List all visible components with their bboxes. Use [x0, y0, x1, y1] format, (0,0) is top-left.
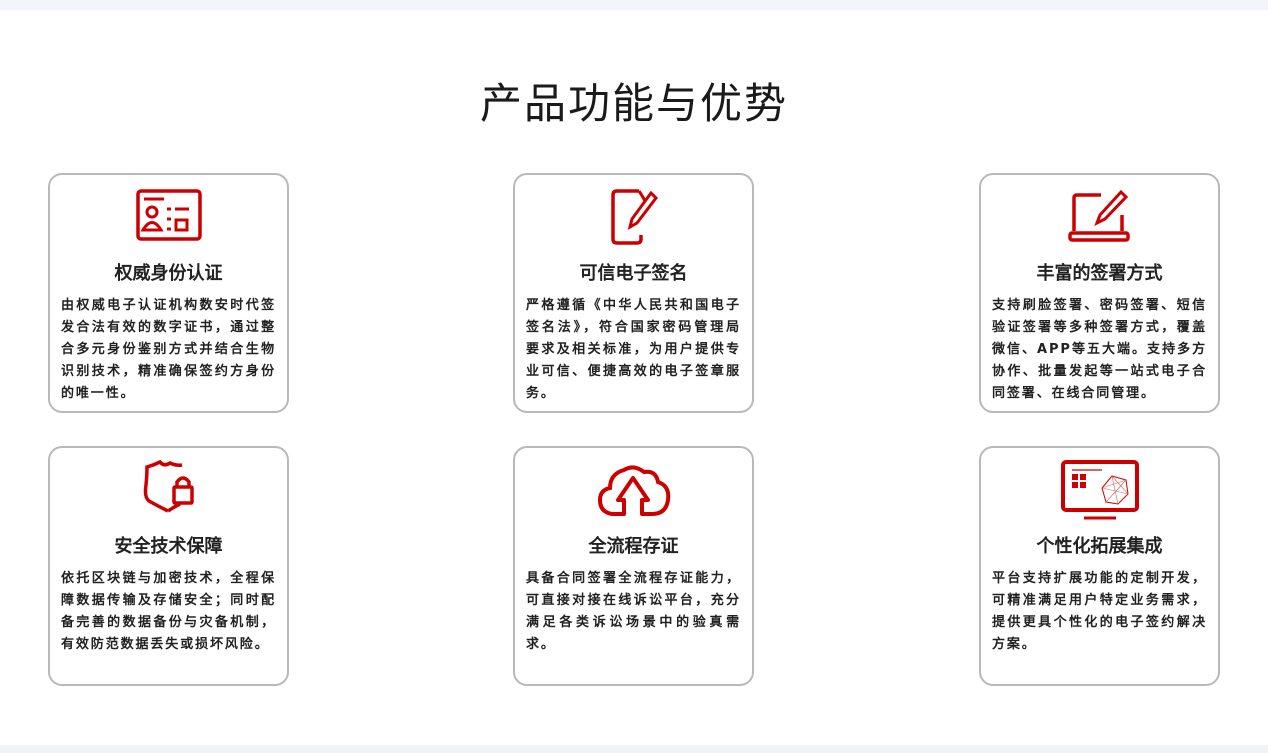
sign-document-icon	[610, 189, 658, 245]
shield-lock-icon	[143, 459, 194, 513]
id-card-icon	[135, 189, 202, 241]
feature-card-security: 安全技术保障 依托区块链与加密技术，全程保障数据传输及存储安全；同时配备完善的数…	[48, 446, 289, 686]
feature-description: 具备合同签署全流程存证能力，可直接对接在线诉讼平台，充分满足各类诉讼场景中的验真…	[526, 571, 741, 652]
monitor-network-icon	[1060, 460, 1139, 520]
feature-title: 丰富的签署方式	[1036, 263, 1163, 284]
feature-description: 平台支持扩展功能的定制开发，可精准满足用户特定业务需求，提供更具个性化的电子签约…	[992, 571, 1207, 652]
feature-card-evidence: 全流程存证 具备合同签署全流程存证能力，可直接对接在线诉讼平台，充分满足各类诉讼…	[513, 446, 754, 686]
top-strip	[0, 0, 1268, 10]
feature-title: 个性化拓展集成	[1036, 536, 1163, 557]
page-title: 产品功能与优势	[479, 79, 788, 128]
feature-card-identity: 权威身份认证 由权威电子认证机构数安时代签发合法有效的数字证书，通过整合多元身份…	[48, 173, 289, 413]
bottom-strip	[0, 745, 1268, 753]
feature-title: 权威身份认证	[114, 263, 223, 284]
laptop-pen-icon	[1067, 189, 1130, 242]
feature-title: 可信电子签名	[579, 263, 688, 284]
cloud-upload-icon	[597, 465, 670, 516]
feature-description: 支持刷脸签署、密码签署、短信验证签署等多种签署方式，覆盖微信、APP等五大端。支…	[992, 298, 1207, 401]
feature-title: 安全技术保障	[114, 536, 223, 557]
feature-card-e-signature: 可信电子签名 严格遵循《中华人民共和国电子签名法》，符合国家密码管理局要求及相关…	[513, 173, 754, 413]
feature-title: 全流程存证	[588, 536, 679, 557]
feature-description: 由权威电子认证机构数安时代签发合法有效的数字证书，通过整合多元身份鉴别方式并结合…	[61, 298, 276, 401]
feature-card-integration: 个性化拓展集成 平台支持扩展功能的定制开发，可精准满足用户特定业务需求，提供更具…	[979, 446, 1220, 686]
feature-description: 严格遵循《中华人民共和国电子签名法》，符合国家密码管理局要求及相关标准，为用户提…	[526, 298, 741, 401]
feature-description: 依托区块链与加密技术，全程保障数据传输及存储安全；同时配备完善的数据备份与灾备机…	[61, 571, 276, 652]
feature-card-signing-methods: 丰富的签署方式 支持刷脸签署、密码签署、短信验证签署等多种签署方式，覆盖微信、A…	[979, 173, 1220, 413]
